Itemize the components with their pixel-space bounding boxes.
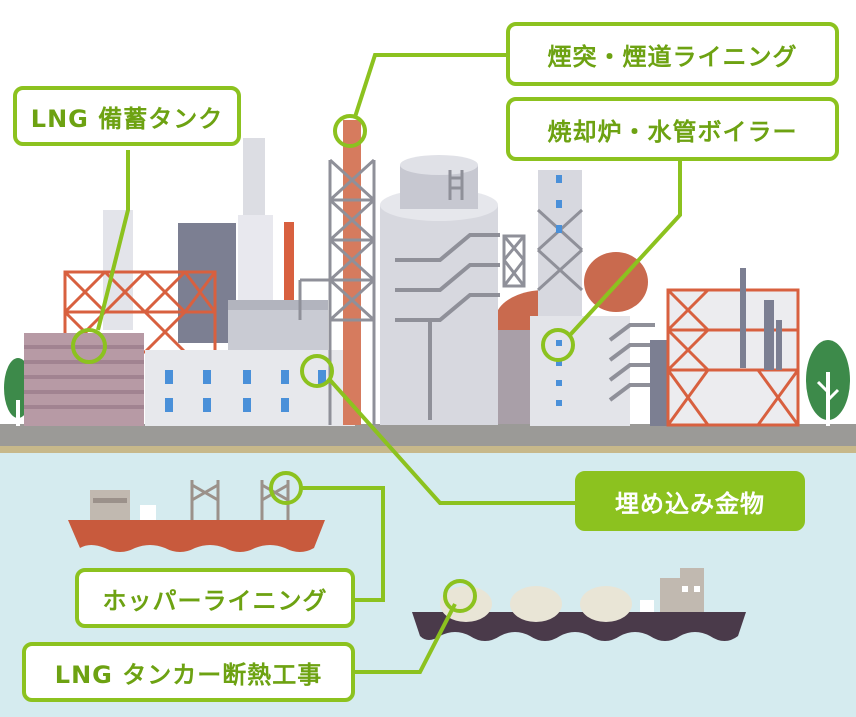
target-lng-tanker bbox=[443, 579, 477, 613]
incinerator-tower bbox=[536, 170, 584, 320]
lng-storage-building bbox=[24, 333, 144, 426]
label-lng-tank: LNG 備蓄タンク bbox=[13, 86, 241, 146]
label-chimney: 煙突・煙道ライニング bbox=[506, 22, 839, 86]
leader-embedded bbox=[328, 378, 578, 505]
gray-building-roof bbox=[228, 300, 328, 310]
shoreline bbox=[0, 446, 856, 453]
tree-right bbox=[806, 340, 850, 426]
leader-chimney bbox=[353, 53, 510, 118]
target-incinerator bbox=[541, 328, 575, 362]
big-tank bbox=[380, 155, 500, 425]
office-building bbox=[145, 350, 355, 426]
bg-orange-pipe bbox=[284, 222, 294, 322]
leader-lines bbox=[96, 53, 682, 674]
target-lng-tank bbox=[71, 328, 107, 364]
right-pipes bbox=[740, 268, 782, 370]
lng-tanker bbox=[412, 568, 746, 641]
target-hopper bbox=[269, 471, 303, 505]
target-embedded bbox=[300, 354, 334, 388]
target-chimney bbox=[333, 114, 367, 148]
leader-lng-tanker bbox=[352, 603, 457, 674]
leader-lng-tank bbox=[96, 150, 130, 331]
label-lng-tanker: LNG タンカー断熱工事 bbox=[22, 642, 355, 702]
cargo-ship bbox=[68, 480, 325, 552]
label-hopper: ホッパーライニング bbox=[75, 568, 355, 628]
small-tower bbox=[502, 234, 526, 288]
label-embedded: 埋め込み金物 bbox=[575, 471, 805, 531]
ground bbox=[0, 424, 856, 446]
pipe-rack bbox=[298, 278, 330, 320]
leader-hopper bbox=[301, 486, 385, 602]
label-incinerator: 焼却炉・水管ボイラー bbox=[506, 97, 839, 161]
chimney bbox=[328, 120, 376, 425]
leader-incinerator bbox=[568, 160, 682, 337]
target-markers bbox=[71, 114, 575, 613]
